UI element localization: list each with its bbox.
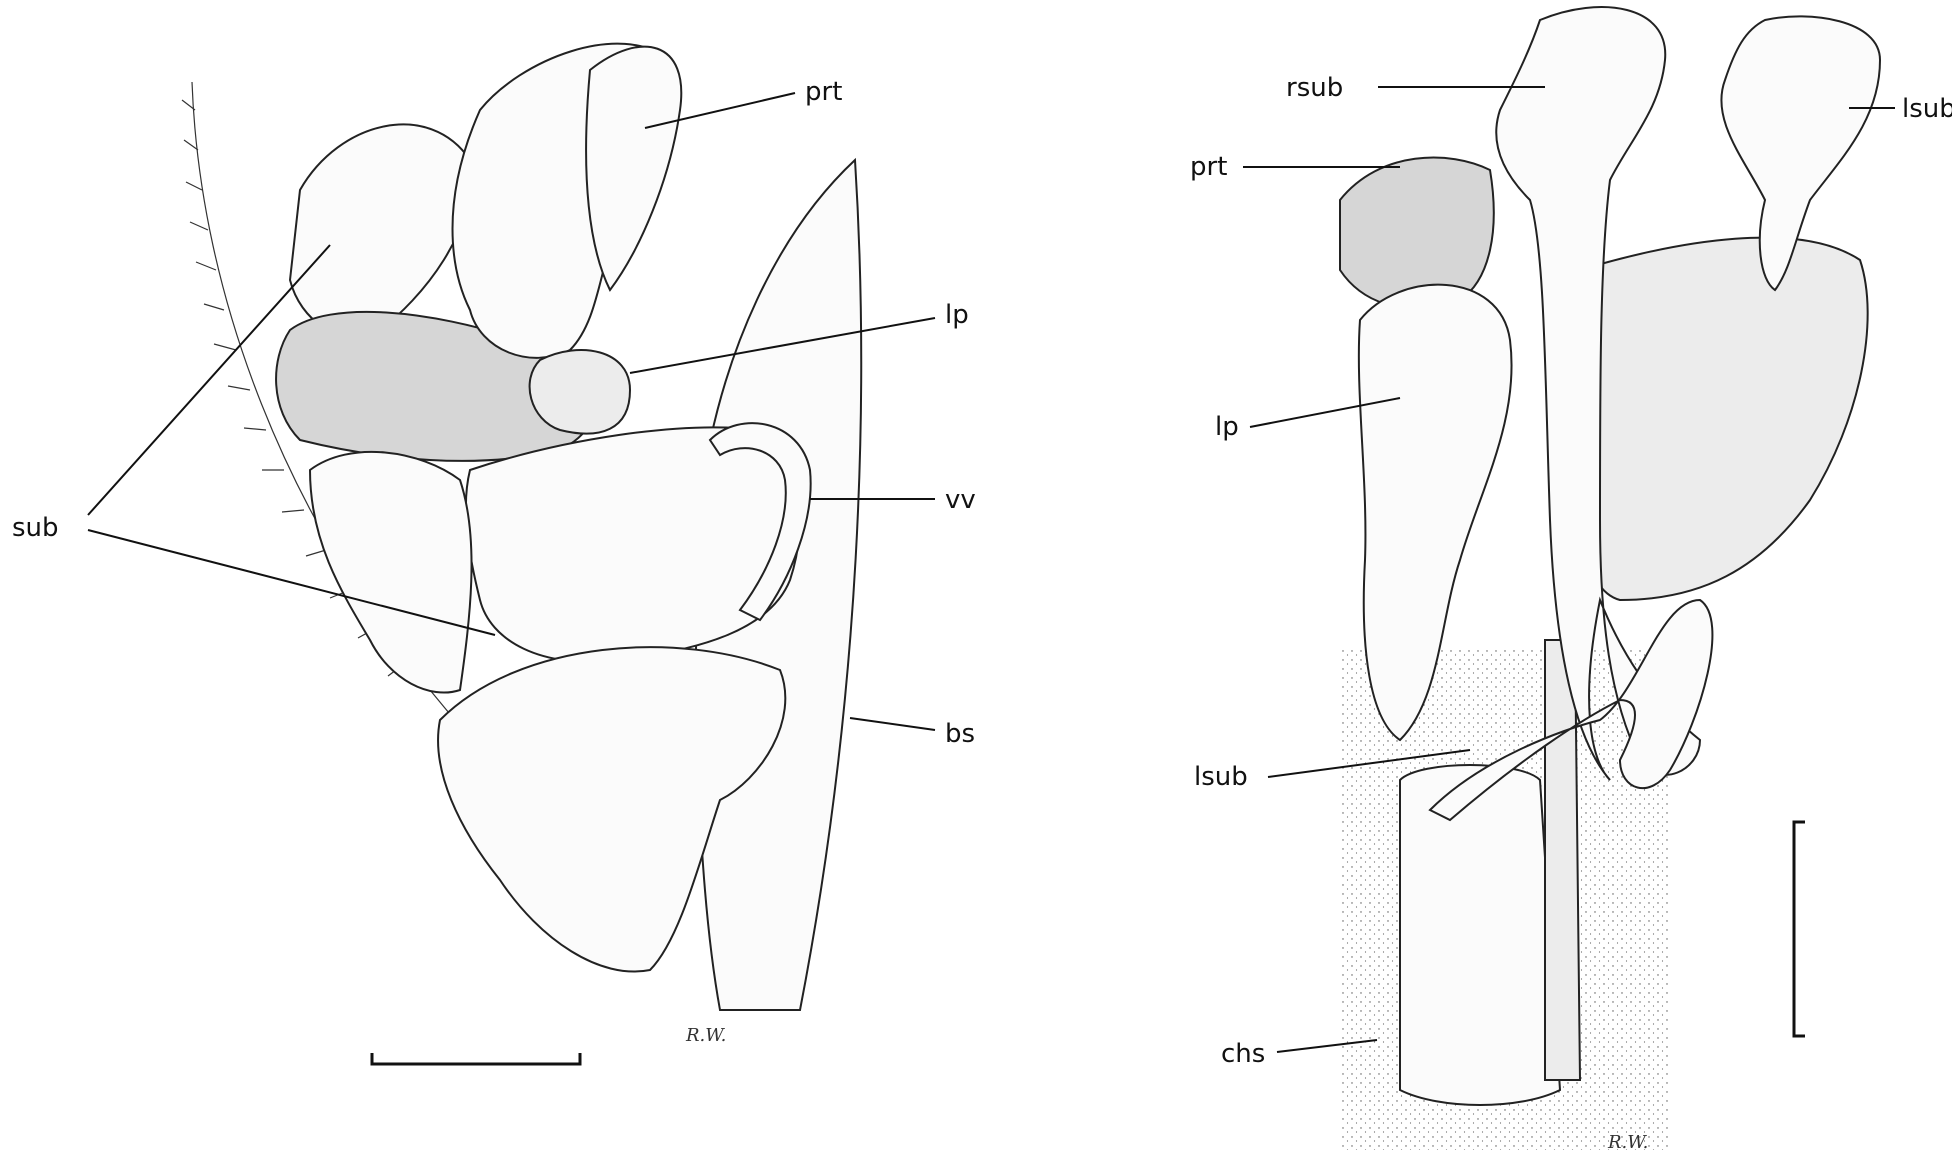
label-vv: vv (945, 485, 976, 515)
scale-bar-left (370, 1053, 582, 1066)
label-lp-left: lp (945, 300, 969, 330)
left-rim-lobe (308, 450, 473, 694)
label-lsub-top: lsub (1902, 94, 1952, 124)
left-lateral-process-lp (528, 349, 632, 435)
right-proctiger-prt (1339, 156, 1495, 309)
leader-lsub-mid (1267, 749, 1471, 778)
leader-sub-lower (87, 529, 496, 636)
left-ventral-valve-vv (708, 422, 812, 622)
right-view-labels: rsub lsub prt lp lsub chs R.W. (1190, 73, 1952, 1153)
scale-bar-right (1792, 820, 1805, 1038)
leader-sub-upper (87, 244, 331, 516)
label-chs: chs (1221, 1039, 1265, 1069)
label-bs: bs (945, 719, 975, 749)
signature-left: R.W. (685, 1025, 726, 1046)
right-view-drawing (1339, 6, 1882, 1150)
left-view-drawing (181, 42, 863, 1011)
right-sub-lsub-loop (1428, 598, 1714, 822)
right-large-lobe (1568, 236, 1869, 602)
left-lower-lobe (437, 646, 787, 973)
label-rsub: rsub (1286, 73, 1343, 103)
left-view-labels: prt lp vv bs sub R.W. (12, 77, 976, 1066)
leader-lp-right (1249, 397, 1401, 428)
left-sub-upper-lobe (288, 123, 473, 338)
label-prt-right: prt (1190, 152, 1227, 182)
label-lsub-mid: lsub (1194, 762, 1248, 792)
leader-lp-left (629, 317, 936, 374)
label-sub: sub (12, 513, 59, 543)
leader-bs (849, 717, 936, 731)
right-stalk-chs (1399, 764, 1562, 1106)
right-sub-lsub-upper (1720, 15, 1882, 292)
leader-chs (1276, 1039, 1378, 1053)
signature-right: R.W. (1607, 1132, 1648, 1153)
leader-prt-left (644, 92, 796, 129)
label-prt-left: prt (805, 77, 842, 107)
left-proctiger-lobe (585, 45, 683, 292)
label-lp-right: lp (1215, 412, 1239, 442)
